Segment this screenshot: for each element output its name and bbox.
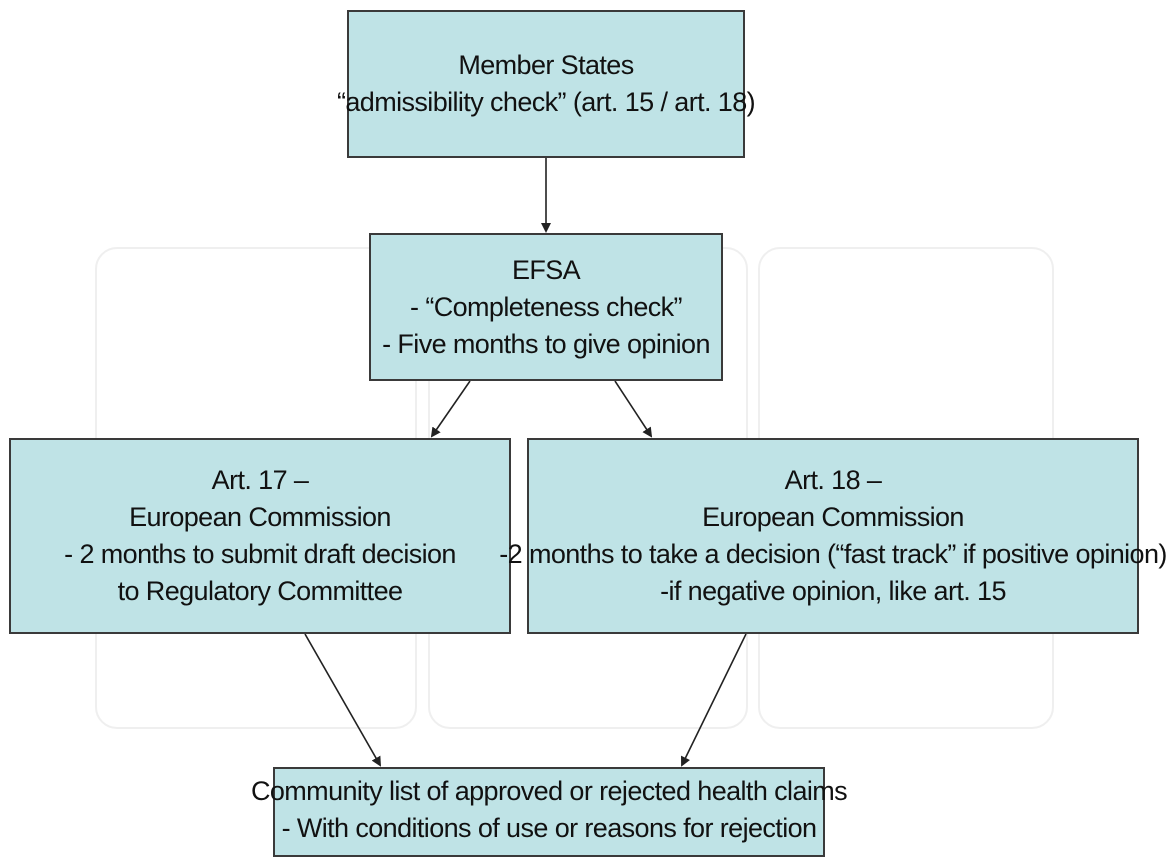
node-efsa: EFSA - “Completeness check” - Five month… [369, 233, 723, 381]
node-line: “admissibility check” (art. 15 / art. 18… [336, 87, 756, 117]
node-community-list: Community list of approved or rejected h… [251, 767, 848, 857]
node-line: Art. 18 – [784, 465, 882, 495]
node-line: to Regulatory Committee [117, 576, 403, 606]
flowchart-canvas: Member States “admissibility check” (art… [9, 10, 1167, 857]
node-line: - “Completeness check” [410, 291, 683, 322]
node-art17: Art. 17 – European Commission - 2 months… [9, 438, 511, 634]
node-line: Member States [458, 50, 634, 80]
node-line: EFSA [511, 254, 581, 285]
node-line: - 2 months to submit draft decision [64, 539, 456, 569]
node-line: Art. 17 – [211, 465, 309, 495]
node-art18: Art. 18 – European Commission -2 months … [499, 438, 1167, 634]
node-line: European Commission [129, 502, 391, 532]
node-line: - Five months to give opinion [382, 328, 710, 359]
node-line: -if negative opinion, like art. 15 [660, 576, 1006, 606]
node-line: -2 months to take a decision (“fast trac… [499, 539, 1167, 569]
node-line: - With conditions of use or reasons for … [281, 813, 817, 843]
node-member-states: Member States “admissibility check” (art… [337, 10, 756, 158]
node-line: European Commission [702, 502, 964, 532]
node-line: Community list of approved or rejected h… [250, 776, 848, 806]
